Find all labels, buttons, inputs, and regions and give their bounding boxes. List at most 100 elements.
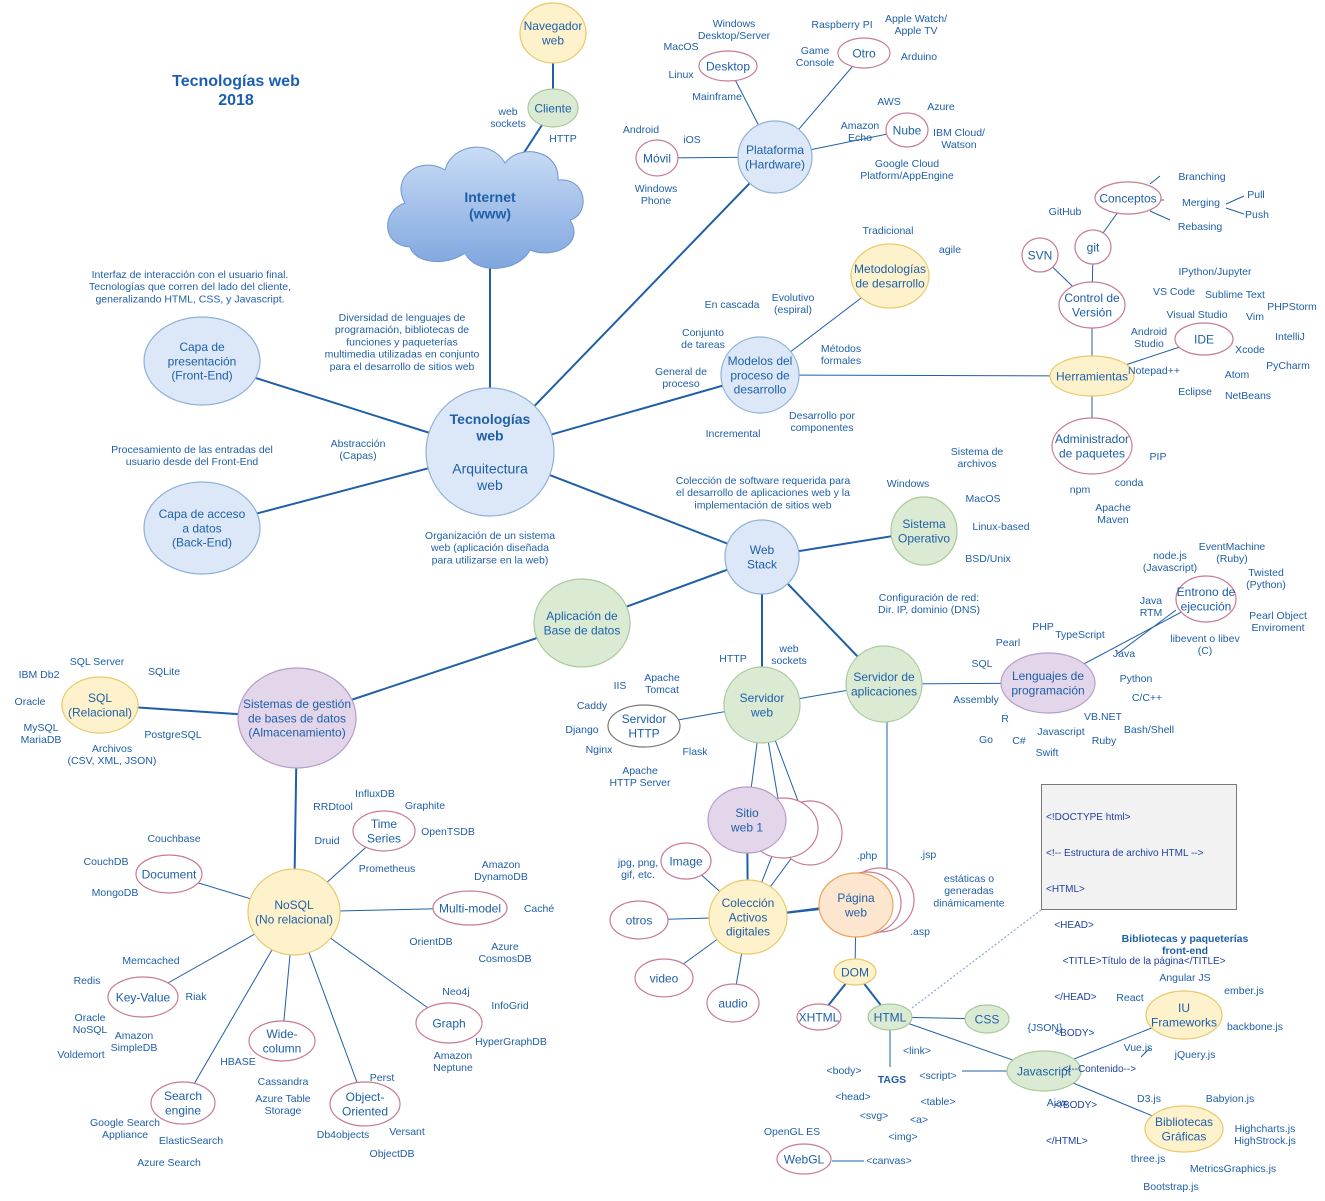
label-pearl: Pearl	[996, 637, 1021, 649]
label-text: MariaDB	[21, 734, 62, 746]
node-label: Search	[164, 1089, 202, 1103]
label-caddy: Caddy	[577, 700, 608, 712]
code-line: <!-- Estructura de archivo HTML -->	[1046, 848, 1204, 859]
label-img-tag: <img>	[888, 1131, 917, 1143]
label-text: front-end	[1162, 945, 1208, 957]
label-text: Android	[623, 124, 659, 136]
label-text: Redis	[74, 975, 101, 987]
label-text: Desarrollo por	[789, 410, 855, 422]
node-javascript: Javascript	[1006, 1050, 1082, 1092]
label-text: <script>	[919, 1070, 956, 1082]
label-influxdb: InfluxDB	[355, 788, 395, 800]
node-shape	[1174, 322, 1234, 356]
label-couchbase: Couchbase	[147, 833, 200, 845]
label-text: IIS	[614, 680, 627, 692]
label-text: Druid	[314, 835, 339, 847]
label-text: jQuery.js	[1174, 1049, 1216, 1061]
label-text: Windows	[635, 183, 678, 195]
node-label: web	[750, 705, 773, 719]
node-label: Oriented	[342, 1104, 388, 1118]
label-nginx: Nginx	[586, 744, 614, 756]
node-label: a datos	[182, 521, 221, 535]
label-raspberry: Raspberry PI	[811, 19, 872, 31]
label-macos-1: MacOS	[663, 41, 698, 53]
code-line: </BODY>	[1046, 1100, 1098, 1111]
label-text: programación, bibliotecas de	[335, 324, 469, 336]
label-assembly: Assembly	[953, 694, 999, 706]
label-text: web	[497, 106, 517, 118]
label-text: Arduino	[901, 51, 937, 63]
label-opentsdb: OpenTSDB	[421, 826, 475, 838]
connector-segment	[1225, 207, 1245, 215]
node-label: desarrollo	[734, 383, 787, 397]
connector-segment	[1225, 195, 1245, 205]
node-label: NoSQL	[274, 898, 314, 912]
label-text: Assembly	[953, 694, 999, 706]
label-versant: Versant	[389, 1126, 425, 1138]
node-label: Tecnologías	[450, 411, 531, 427]
code-line: <BODY>	[1046, 1028, 1095, 1039]
node-label: (Front-End)	[171, 369, 232, 383]
node-shape	[247, 868, 341, 956]
node-label: XHTML	[799, 1010, 840, 1024]
label-visualstudio: Visual Studio	[1166, 309, 1227, 321]
label-text: Xcode	[1235, 344, 1265, 356]
label-text: conda	[1115, 477, 1144, 489]
label-oracle-1: Oracle	[15, 696, 46, 708]
label-text: <canvas>	[866, 1155, 912, 1167]
node-label: Página	[837, 891, 875, 905]
label-head-tag: <head>	[835, 1091, 871, 1103]
label-windows-os: Windows	[887, 478, 930, 490]
label-text: Cassandra	[258, 1076, 309, 1088]
label-text: Phone	[641, 195, 672, 207]
label-text: PIP	[1150, 451, 1167, 463]
label-text: Apache	[622, 765, 658, 777]
node-shape	[776, 1143, 832, 1175]
label-linuxbased: Linux-based	[972, 521, 1029, 533]
node-label: programación	[1011, 683, 1084, 697]
label-bashshell: Bash/Shell	[1124, 724, 1174, 736]
node-shape	[837, 37, 891, 69]
label-text: PHP	[1032, 621, 1054, 633]
label-text: Azure Table	[255, 1093, 310, 1105]
label-vbnet: VB.NET	[1084, 711, 1123, 723]
label-http-2: HTTP	[719, 653, 746, 665]
label-text: MongoDB	[92, 887, 139, 899]
label-text: Amazon	[434, 1050, 473, 1062]
label-text: Platform/AppEngine	[860, 170, 954, 182]
label-orientdb: OrientDB	[409, 936, 452, 948]
label-emberjs: ember.js	[1224, 985, 1264, 997]
label-text: MetricsGraphics.js	[1190, 1163, 1276, 1175]
label-r: R	[1001, 713, 1009, 725]
node-label: Stack	[747, 557, 778, 571]
label-text: Sistema de	[951, 446, 1004, 458]
label-text: (Capas)	[339, 450, 376, 462]
label-text: Memcached	[122, 955, 179, 967]
code-line: <!--Contenido-->	[1046, 1064, 1137, 1075]
node-label: digitales	[726, 925, 770, 939]
label-react: React	[1116, 992, 1144, 1004]
label-text: three.js	[1131, 1153, 1165, 1165]
label-eclipse: Eclipse	[1178, 386, 1212, 398]
label-text: ObjectDB	[370, 1148, 415, 1160]
node-otros: otros	[609, 900, 669, 940]
node-audio: audio	[706, 983, 760, 1023]
label-rebasing: Rebasing	[1178, 221, 1223, 233]
label-text: (Python)	[1246, 579, 1286, 591]
node-label: WebGL	[784, 1152, 825, 1166]
node-label: Móvil	[643, 151, 671, 165]
node-shape	[61, 676, 139, 734]
node-shape	[107, 976, 179, 1018]
node-shape	[607, 704, 681, 748]
